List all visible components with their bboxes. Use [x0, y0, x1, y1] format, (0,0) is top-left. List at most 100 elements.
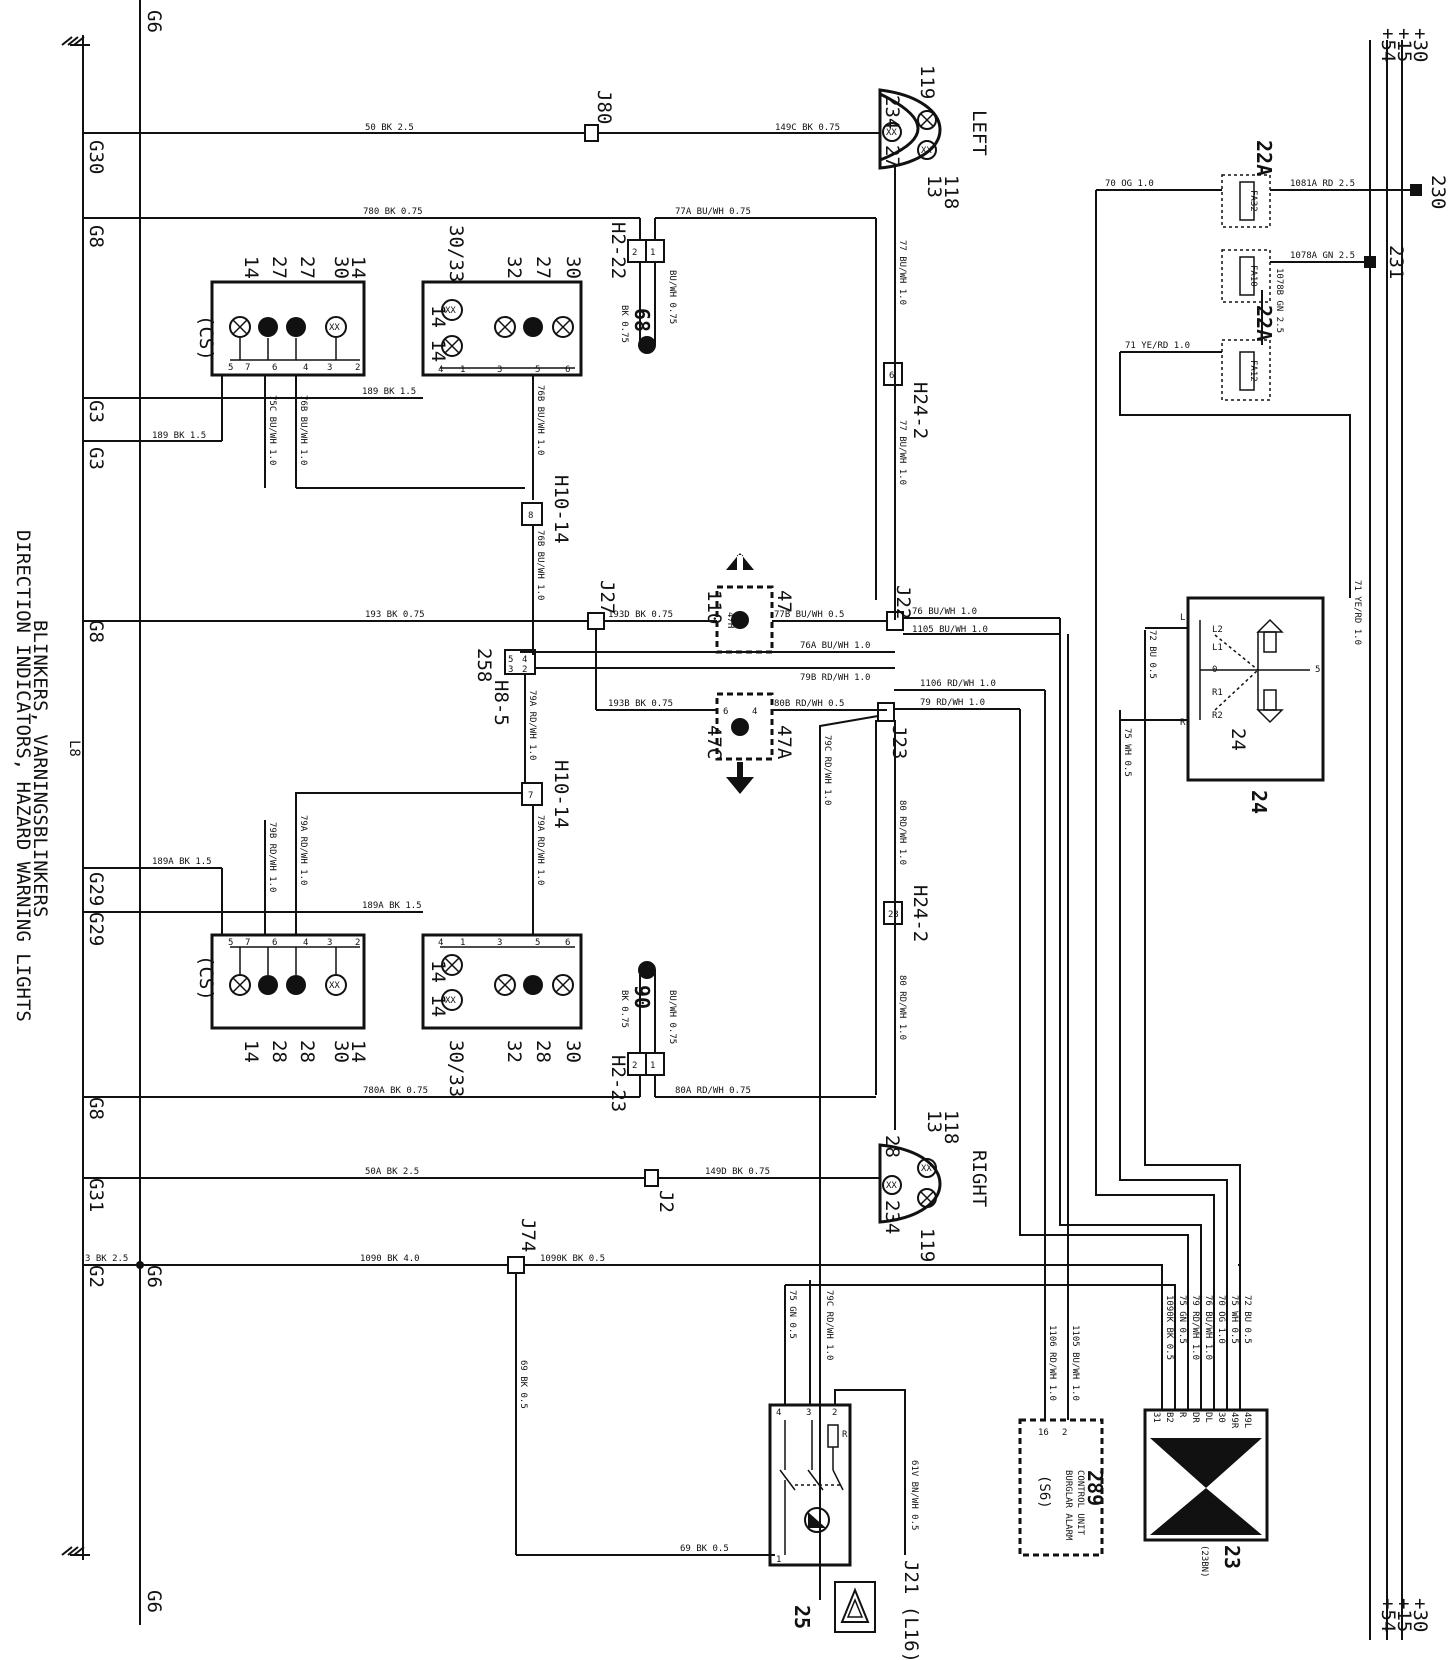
svg-text:5: 5: [535, 938, 540, 948]
svg-text:3: 3: [508, 665, 513, 675]
wire-label-79c-2: 79C RD/WH 1.0: [824, 1290, 834, 1360]
title-line1: BLINKERS, VARNINGSBLINKERS: [29, 620, 51, 917]
connector-j74-label: J74: [517, 1218, 539, 1252]
rear-right-id-28: 28: [532, 1040, 554, 1063]
front-right-id-118: 118: [940, 1110, 962, 1144]
alarm-tag: (S6): [1036, 1475, 1052, 1509]
hazard-25-label: 25: [790, 1605, 814, 1629]
ground-symbol-top: [61, 36, 90, 46]
ground-label-g8-c: G8: [85, 1097, 107, 1120]
wire-label-68-bu: BU/WH 0.75: [667, 270, 677, 324]
wire-label-189a-2: 189A BK 1.5: [362, 901, 422, 911]
arrow-down-icon: [726, 762, 754, 794]
node-231: [1364, 256, 1376, 268]
arrow-up-icon: [726, 553, 754, 570]
wire-label-193d: 193D BK 0.75: [608, 610, 673, 620]
bus-label-76: 76 BU/WH 1.0: [1203, 1295, 1213, 1360]
wire-label-80a: 80A RD/WH 0.75: [675, 1086, 751, 1096]
wire-label-50: 50 BK 2.5: [365, 123, 414, 133]
svg-text:3: 3: [327, 938, 332, 948]
fuse-a-label: 22A: [1252, 140, 1276, 176]
wire-label-193: 193 BK 0.75: [365, 610, 425, 620]
svg-text:2: 2: [632, 248, 637, 258]
svg-text:6: 6: [889, 371, 894, 381]
arrow-up-outline-icon: [1263, 631, 1277, 653]
connector-j22: [886, 611, 904, 631]
svg-text:16: 16: [1038, 1428, 1049, 1438]
title-block: L8 BLINKERS, VARNINGSBLINKERS DIRECTION …: [12, 530, 82, 1022]
svg-text:L: L: [1180, 613, 1185, 623]
connector-h24-2-a: [883, 362, 903, 386]
connector-h2-22-label: H2-22: [607, 222, 629, 279]
svg-text:2: 2: [355, 938, 360, 948]
rear-right-id-32: 32: [503, 1040, 525, 1063]
svg-text:6: 6: [723, 707, 728, 717]
wire-label-189a: 189A BK 1.5: [152, 857, 212, 867]
wire-label-1105: 1105 BU/WH 1.0: [912, 625, 988, 635]
rear-right-cs-id-14b: 14: [347, 1040, 369, 1063]
switch-24-label: 24: [1247, 790, 1271, 814]
wire-label-1081a: 1081A RD 2.5: [1290, 179, 1355, 189]
ground-label-g8-b: G8: [85, 620, 107, 643]
front-right-label: RIGHT: [968, 1150, 990, 1207]
flasher-unit-23: 49L 49R 30 DL DR R B2 31 23 (23BN): [1143, 1408, 1269, 1578]
front-left-id-118: 118: [940, 175, 962, 209]
connector-j23-label: J23: [888, 725, 910, 759]
node-230-label: 230: [1427, 175, 1449, 209]
flasher-pin-dl: DL: [1203, 1412, 1213, 1423]
wire-label-1106: 1106 RD/WH 1.0: [920, 679, 996, 689]
connector-j2-label: J2: [655, 1190, 677, 1213]
rail-label-54-top: +54: [1377, 28, 1399, 62]
arrow-down-outline-icon: [1263, 689, 1277, 711]
wire-label-77b: 77B BU/WH 0.5: [774, 610, 844, 620]
rear-right-side-id: 14 14: [427, 960, 449, 1017]
rear-right-cs-id-14a: 14: [240, 1040, 262, 1063]
rear-left-cs-id-14b: 14: [347, 256, 369, 279]
front-left-id-119: 119: [916, 65, 938, 99]
bus-label-79: 79 RD/WH 1.0: [1190, 1295, 1200, 1360]
wire-label-1090: 1090 BK 4.0: [360, 1254, 420, 1264]
svg-text:5: 5: [508, 655, 513, 665]
alarm-text2: BURGLAR ALARM: [1063, 1470, 1073, 1541]
svg-text:2: 2: [832, 1408, 837, 1418]
title-code: L8: [66, 740, 82, 757]
ground-label-g29-b: G29: [85, 912, 107, 946]
node-230: [1410, 184, 1422, 196]
wire-label-69-h: 69 BK 0.5: [680, 1544, 729, 1554]
svg-text:3: 3: [497, 365, 502, 375]
svg-text:R2: R2: [1212, 711, 1223, 721]
flasher-23-sub: (23BN): [1199, 1545, 1209, 1578]
connector-j80: [584, 124, 599, 142]
wire-label-780a: 780A BK 0.75: [363, 1086, 428, 1096]
svg-text:4: 4: [438, 938, 443, 948]
wire-label-149c: 149C BK 0.75: [775, 123, 840, 133]
wire-label-75gn: 75 GN 0.5: [787, 1290, 797, 1339]
connector-h24-2-b: [883, 901, 903, 925]
rear-left-cs-id-27a: 27: [268, 256, 290, 279]
flasher-pin-dr: DR: [1190, 1412, 1200, 1423]
svg-text:47H: 47H: [725, 612, 735, 628]
connector-h24-2-a-label: H24-2: [909, 382, 931, 439]
rear-left-cs-id-27b: 27: [296, 256, 318, 279]
flasher-bus-wires: [1019, 190, 1241, 1410]
svg-text:2: 2: [355, 363, 360, 373]
svg-text:1: 1: [460, 938, 465, 948]
rear-right-id-30: 30: [562, 1040, 584, 1063]
rear-left-id-32: 32: [503, 256, 525, 279]
hazard-triangle-icon: [834, 1581, 876, 1633]
flasher-pin-30: 30: [1216, 1412, 1226, 1423]
ground-label-g30: G30: [85, 140, 107, 174]
front-right-id-234: 234: [881, 1200, 903, 1234]
alarm-289-id: 289: [1083, 1470, 1107, 1506]
svg-text:3: 3: [806, 1408, 811, 1418]
wire-label-77: 77 BU/WH 1.0: [897, 240, 907, 305]
svg-text:4: 4: [752, 707, 757, 717]
connector-j23: [877, 702, 895, 722]
wire-label-3: 3 BK 2.5: [85, 1254, 128, 1264]
